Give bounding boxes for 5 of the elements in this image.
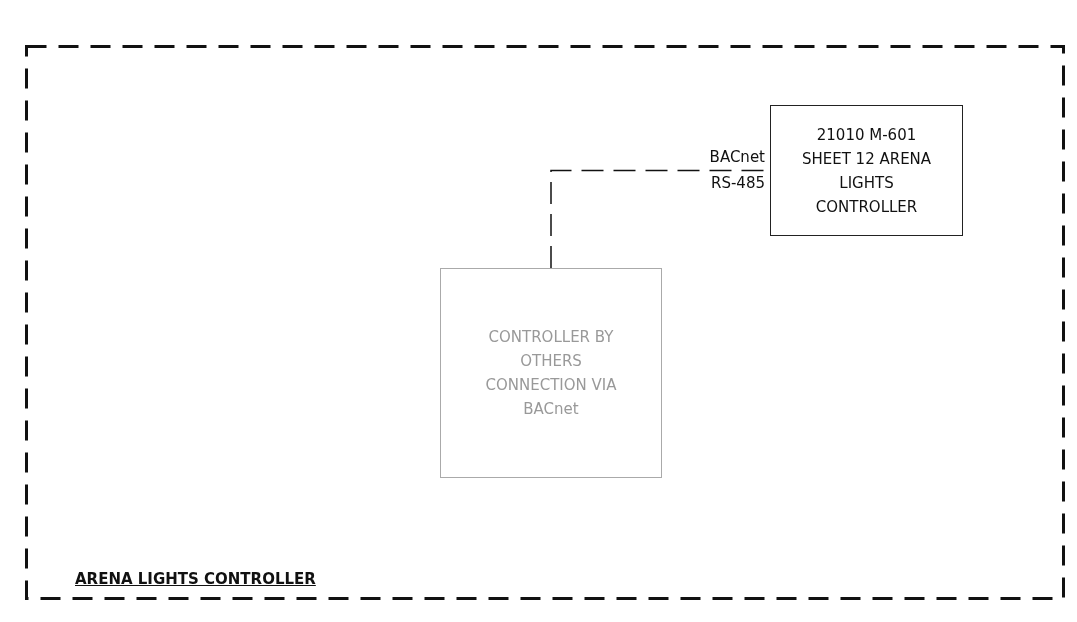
dashed-boundary-box [25, 45, 1065, 600]
controller-box: 21010 M-601 SHEET 12 ARENA LIGHTS CONTROLLER [770, 105, 963, 236]
edge-label: BACnet RS-485 [708, 146, 765, 194]
boundary-title: ARENA LIGHTS CONTROLLER [75, 570, 316, 588]
controller-box: CONTROLLER BY OTHERS CONNECTION VIA BACnet [440, 268, 662, 478]
